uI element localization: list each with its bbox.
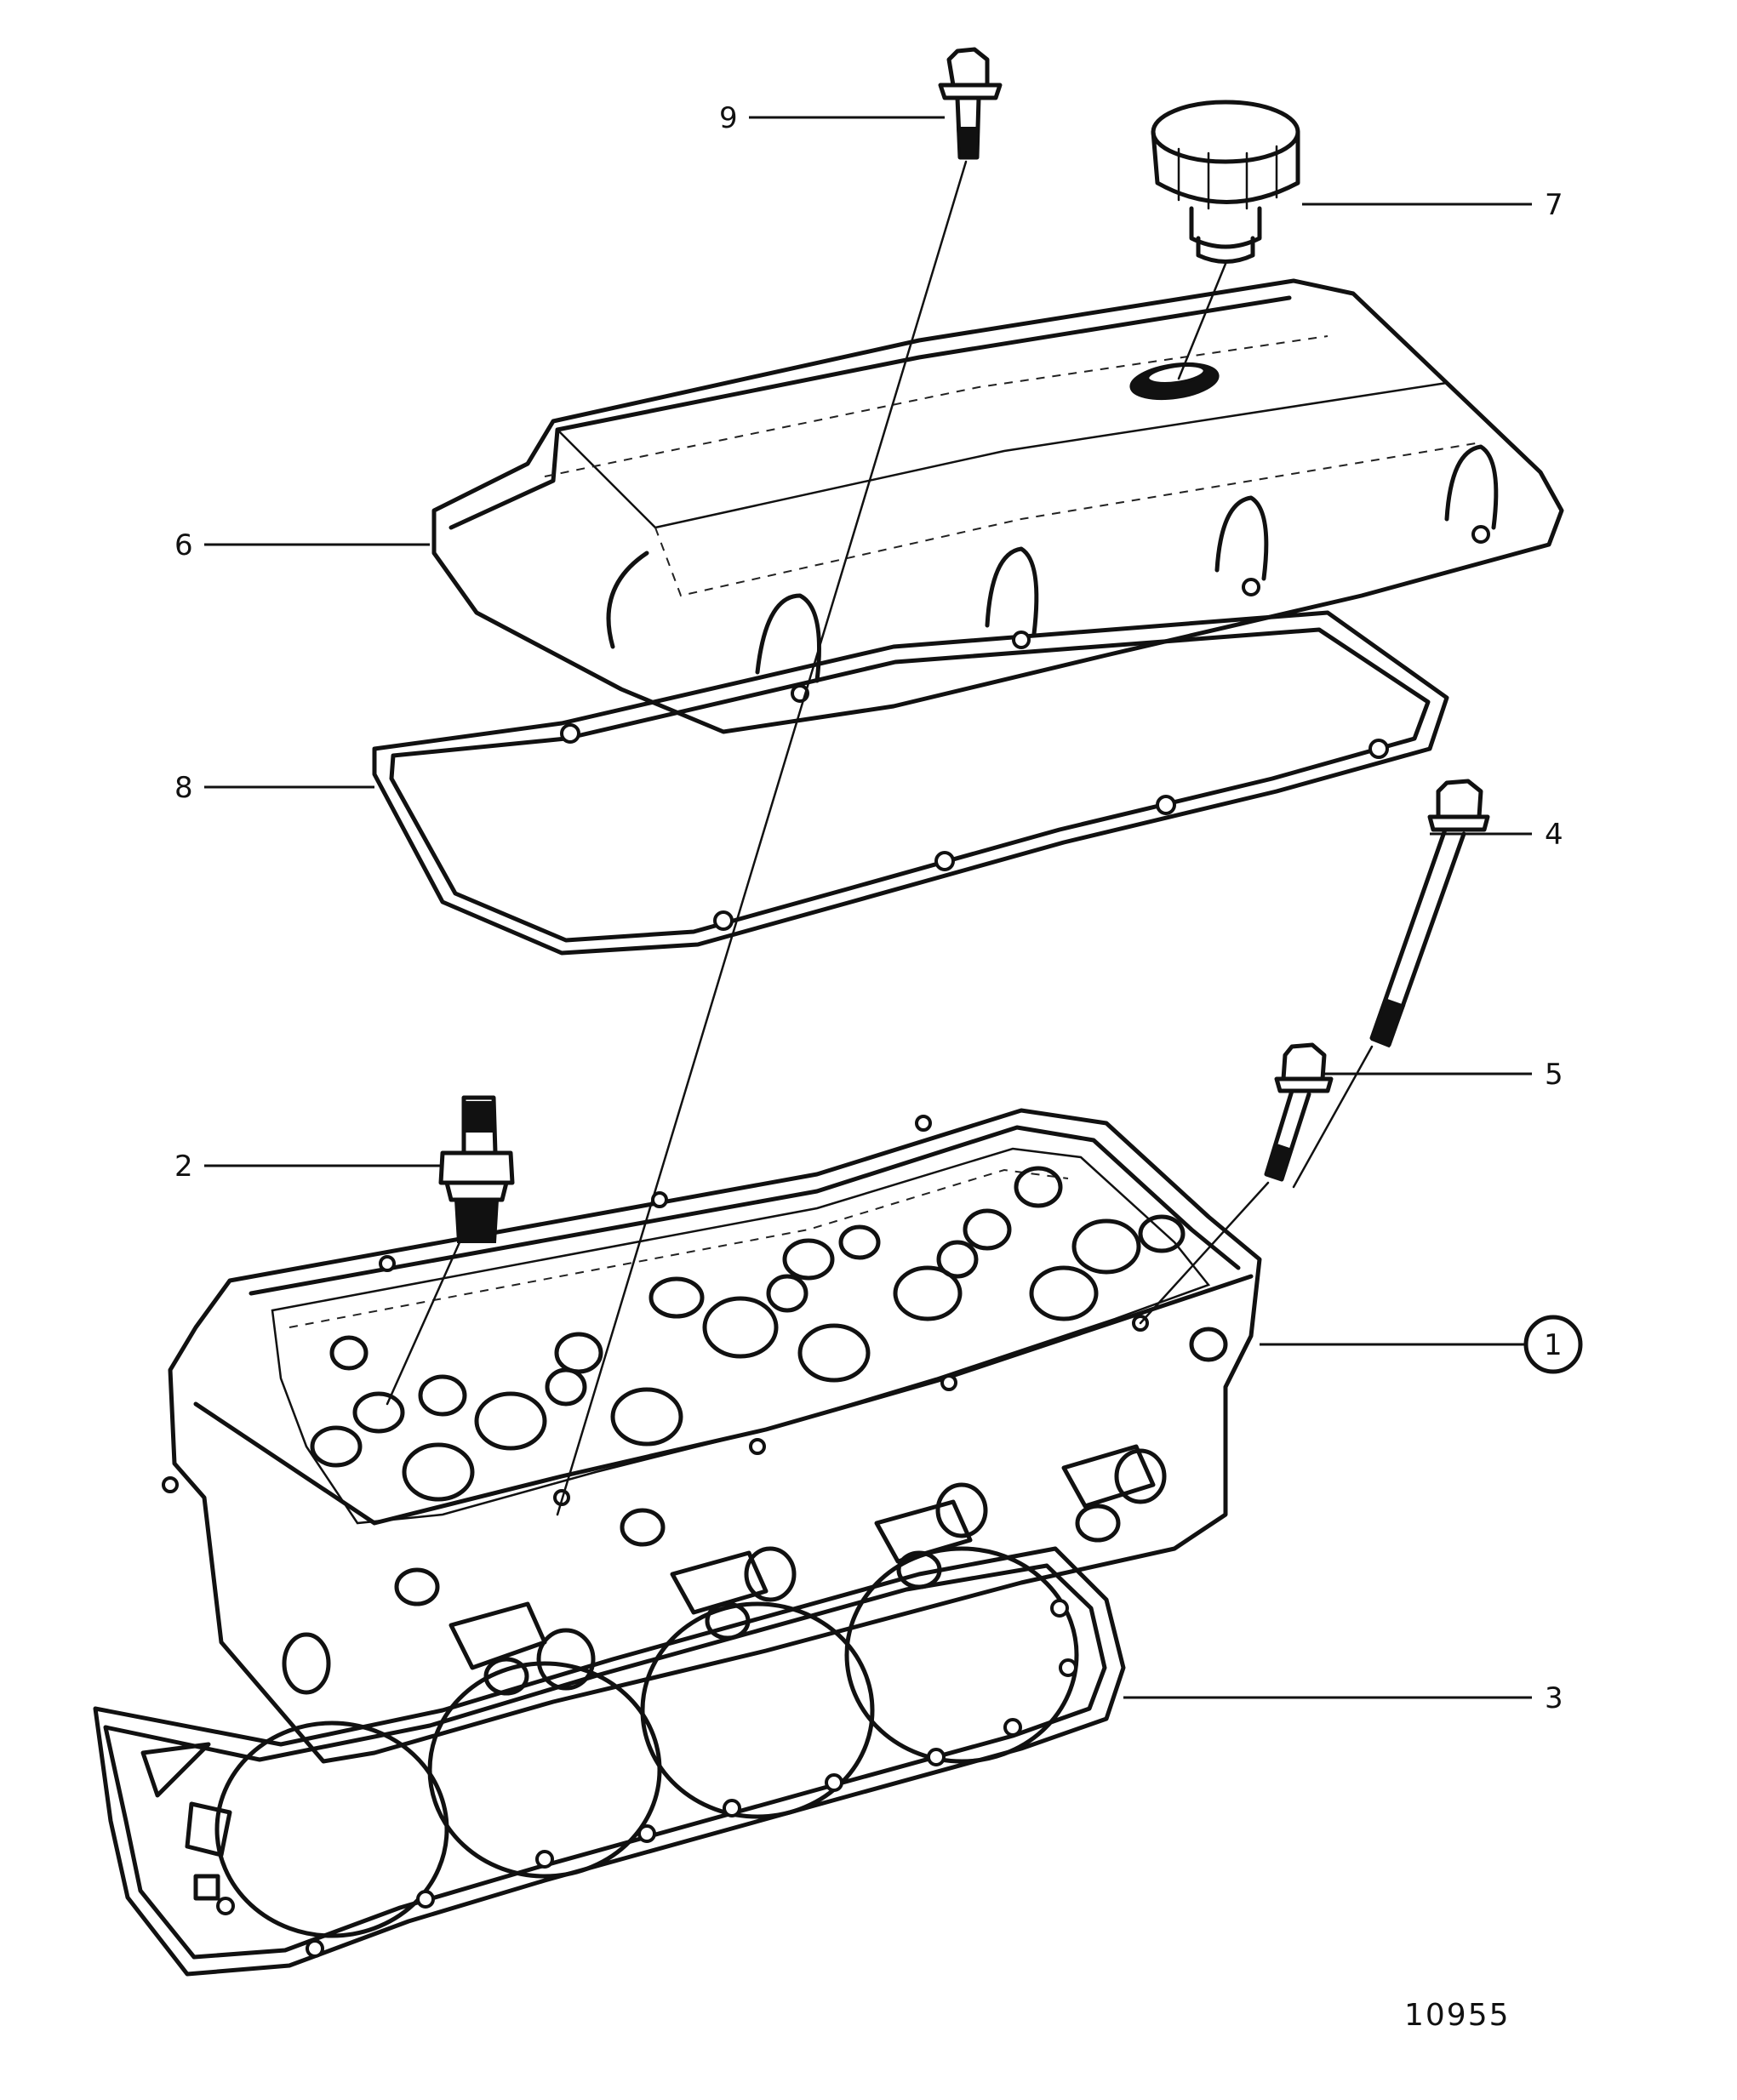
- short-head-bolt: [1264, 1042, 1334, 1182]
- callout-leaders: [204, 116, 1532, 1699]
- valve-seats: [310, 1166, 1186, 1502]
- callout-1: 1: [1544, 1328, 1563, 1362]
- valve-cover-gasket: [372, 610, 1449, 956]
- alignment-lines: [386, 160, 1374, 1516]
- long-head-bolt: [1369, 779, 1490, 1048]
- callout-4: 4: [1545, 818, 1563, 852]
- cylinder-head: [162, 1108, 1262, 1764]
- callout-7: 7: [1545, 188, 1563, 222]
- callout-2: 2: [174, 1150, 193, 1184]
- callout-9: 9: [719, 101, 738, 135]
- drawing-reference-number: 10955: [1404, 1998, 1511, 2033]
- callout-1-circle: [1523, 1315, 1583, 1374]
- callout-6: 6: [174, 528, 193, 562]
- callout-5: 5: [1545, 1058, 1563, 1092]
- head-gasket: [93, 1546, 1126, 1977]
- callout-3: 3: [1545, 1681, 1563, 1715]
- valve-cover-screw: [938, 47, 1003, 160]
- oil-filler-cap: [1151, 100, 1300, 264]
- callout-8: 8: [174, 771, 193, 805]
- side-bosses: [282, 1327, 1228, 1696]
- rocker-stud: [438, 1095, 515, 1243]
- valve-cover: [431, 278, 1564, 734]
